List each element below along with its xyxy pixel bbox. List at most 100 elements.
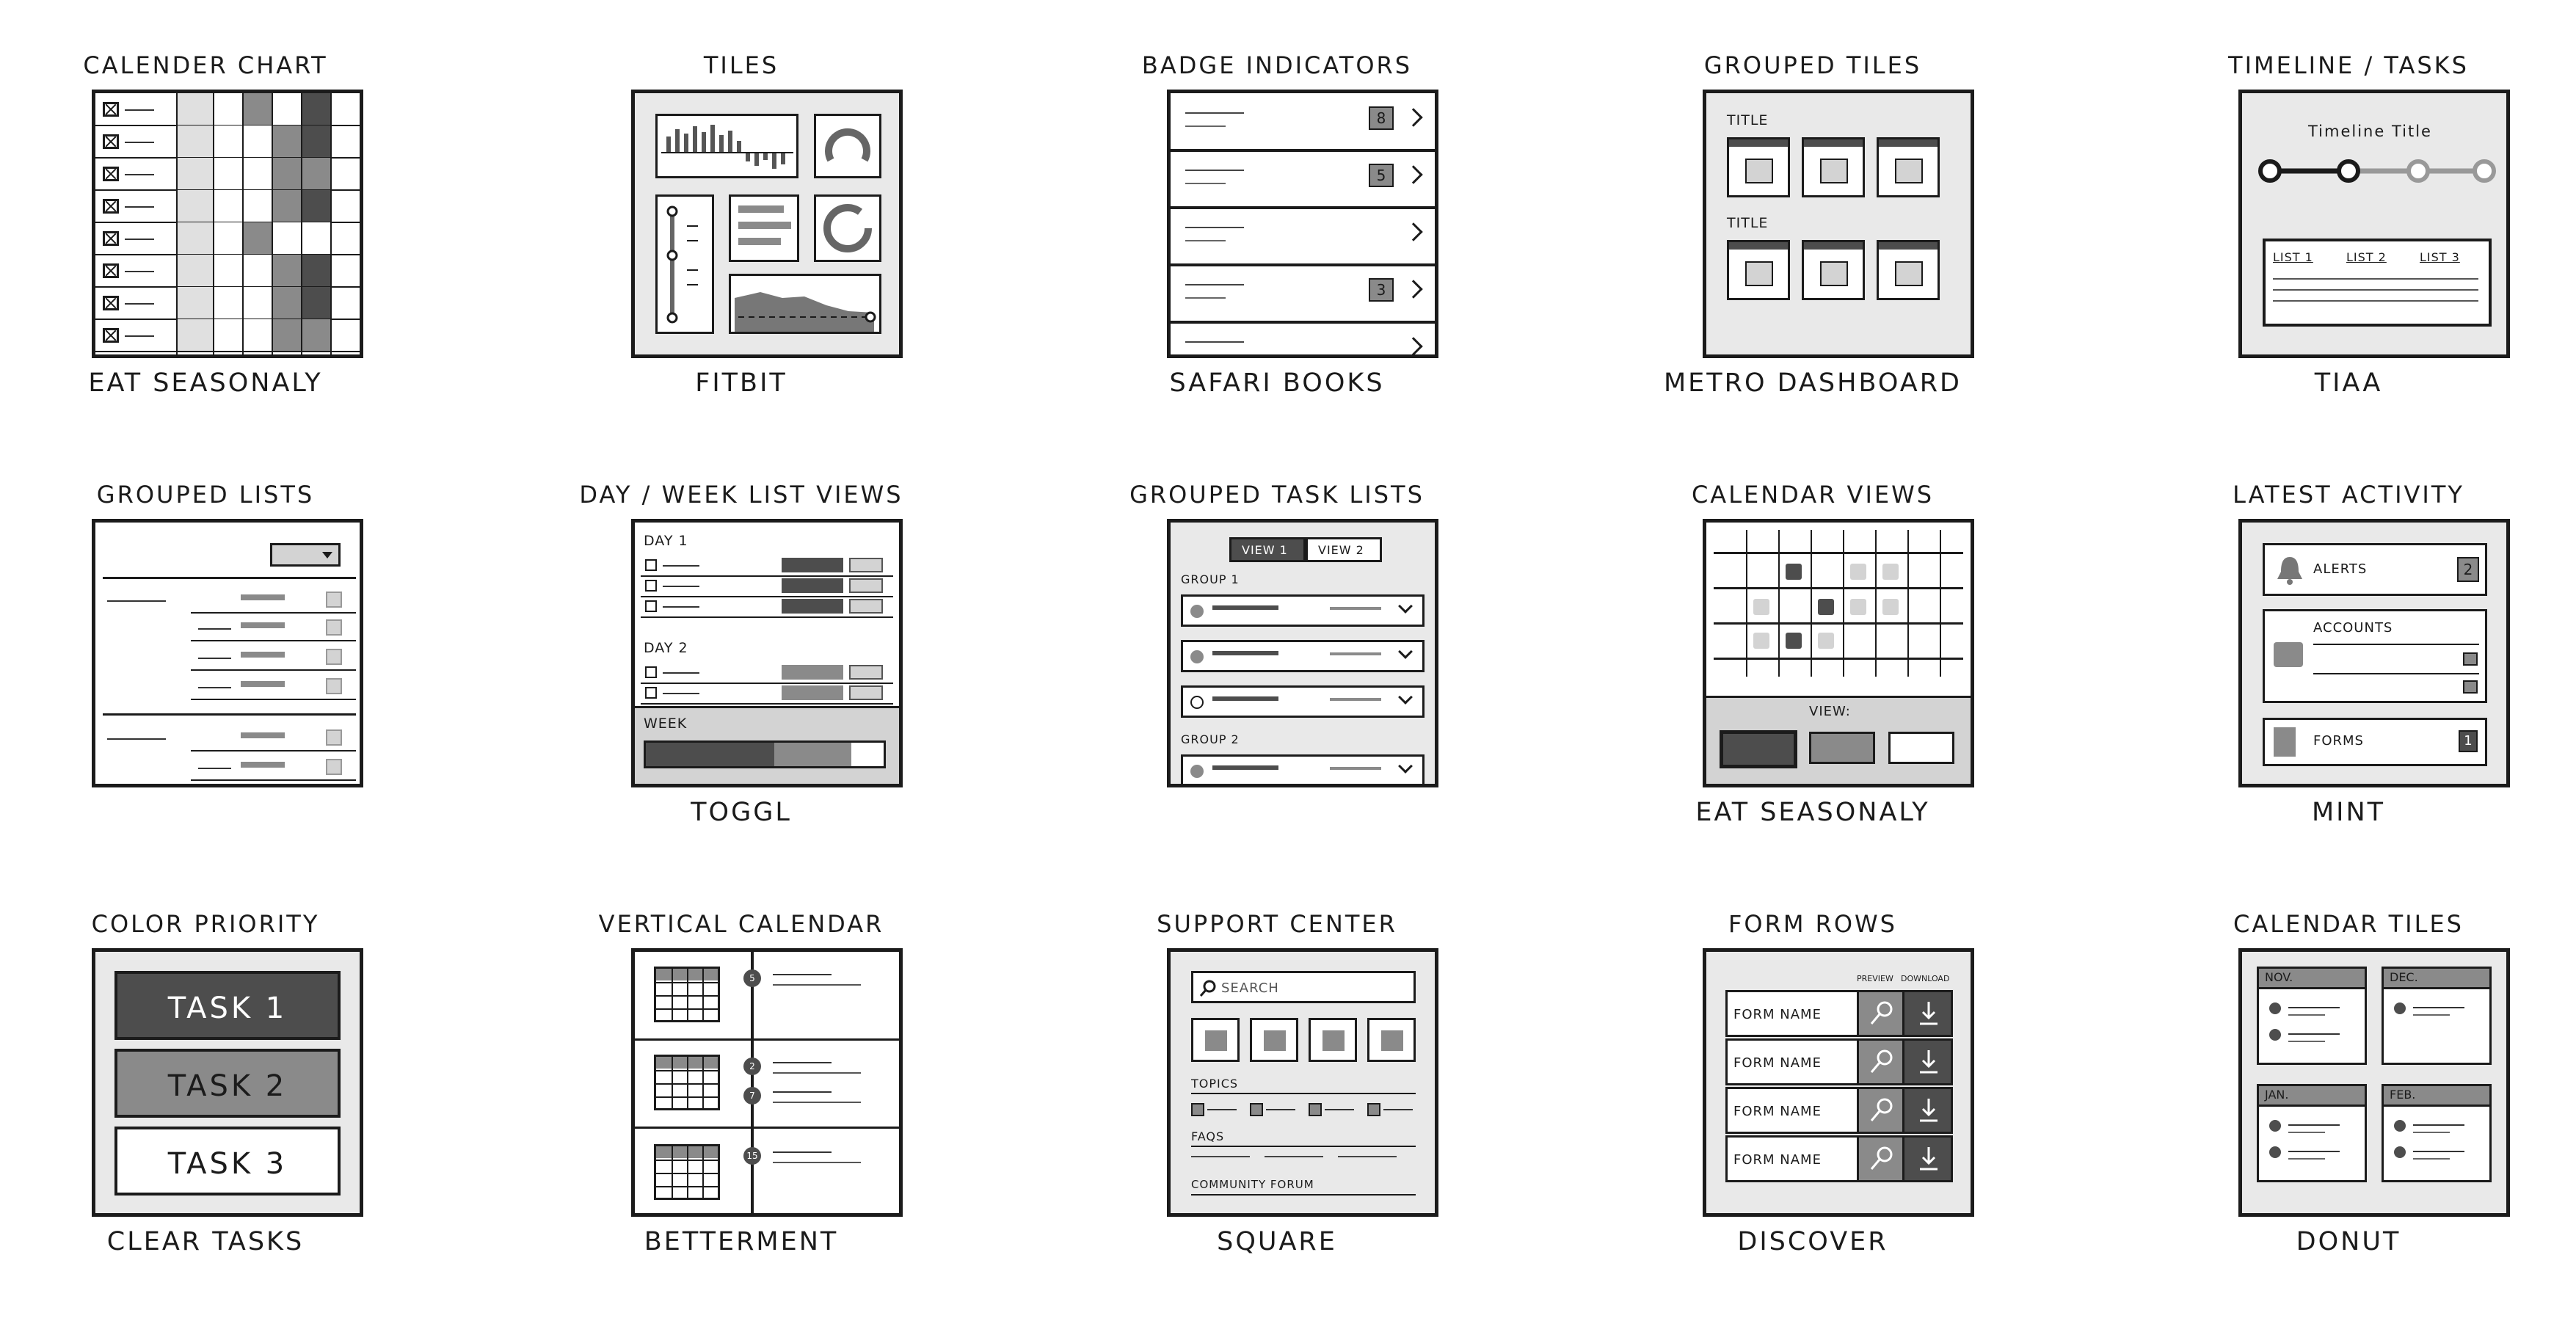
- day-dot[interactable]: 7: [743, 1087, 761, 1105]
- day-dot[interactable]: 5: [743, 969, 761, 987]
- download-button[interactable]: [1902, 992, 1951, 1035]
- form-row[interactable]: Form Name: [1725, 990, 1953, 1037]
- timeline-lists-card[interactable]: List 1 List 2 List 3: [2263, 239, 2492, 327]
- steps-tile[interactable]: [655, 194, 714, 334]
- event-dot[interactable]: [2269, 1120, 2281, 1132]
- calendar-cell[interactable]: [272, 255, 301, 287]
- calendar-cell[interactable]: [272, 158, 301, 190]
- calendar-cell[interactable]: [213, 93, 242, 125]
- download-button[interactable]: [1902, 1138, 1951, 1180]
- calendar-cell[interactable]: [301, 190, 330, 222]
- calendar-cell[interactable]: [272, 93, 301, 125]
- chevron-right-icon[interactable]: [1404, 108, 1423, 127]
- calendar-day-marker[interactable]: [1818, 599, 1834, 615]
- grouped-tile[interactable]: [1727, 137, 1790, 197]
- checkbox[interactable]: [645, 559, 657, 571]
- calendar-cell[interactable]: [301, 255, 330, 287]
- mini-calendar[interactable]: [654, 967, 720, 1022]
- topic-chip[interactable]: [1367, 1103, 1380, 1116]
- calendar-cell[interactable]: [176, 125, 213, 158]
- checkbox-icon[interactable]: [103, 102, 119, 117]
- calendar-cell[interactable]: [213, 287, 242, 319]
- play-toggle[interactable]: [849, 665, 883, 680]
- checkbox[interactable]: [645, 600, 657, 612]
- calendar-cell[interactable]: [176, 93, 213, 125]
- topic-chip[interactable]: [1309, 1103, 1322, 1116]
- list-checkbox[interactable]: [326, 649, 342, 665]
- week-bar[interactable]: [644, 740, 886, 768]
- list-checkbox[interactable]: [326, 678, 342, 694]
- play-toggle[interactable]: [849, 558, 883, 572]
- hbars-tile[interactable]: [729, 194, 799, 262]
- calendar-cell[interactable]: [213, 255, 242, 287]
- preview-button[interactable]: [1857, 992, 1902, 1035]
- checkbox-icon[interactable]: [103, 296, 119, 310]
- calendar-cell[interactable]: [272, 287, 301, 319]
- checkbox[interactable]: [645, 666, 657, 678]
- calendar-cell[interactable]: [242, 287, 272, 319]
- calendar-day-marker[interactable]: [1850, 564, 1866, 580]
- list-checkbox[interactable]: [326, 592, 342, 608]
- calendar-cell[interactable]: [242, 158, 272, 190]
- calendar-cell[interactable]: [176, 190, 213, 222]
- calendar-day-marker[interactable]: [1786, 564, 1802, 580]
- calendar-cell[interactable]: [272, 222, 301, 255]
- calendar-cell[interactable]: [176, 287, 213, 319]
- calendar-day-marker[interactable]: [1753, 599, 1769, 615]
- chevron-right-icon[interactable]: [1404, 337, 1423, 354]
- topic-chip[interactable]: [1191, 1103, 1204, 1116]
- checkbox-icon[interactable]: [103, 263, 119, 278]
- topic-chip[interactable]: [1250, 1103, 1263, 1116]
- tab-view-1[interactable]: View 1: [1229, 537, 1306, 562]
- calendar-cell[interactable]: [242, 319, 272, 352]
- calendar-day-marker[interactable]: [1882, 599, 1899, 615]
- calendar-cell[interactable]: [272, 125, 301, 158]
- checkbox-icon[interactable]: [103, 134, 119, 149]
- calendar-cell[interactable]: [176, 158, 213, 190]
- area-chart-tile[interactable]: [729, 274, 881, 334]
- calendar-cell[interactable]: [213, 222, 242, 255]
- checkbox[interactable]: [645, 580, 657, 592]
- calendar-day-marker[interactable]: [1786, 633, 1802, 649]
- calendar-cell[interactable]: [242, 222, 272, 255]
- event-dot[interactable]: [2394, 1146, 2406, 1158]
- calendar-cell[interactable]: [272, 319, 301, 352]
- preview-button[interactable]: [1857, 1089, 1902, 1132]
- month-tile[interactable]: Feb.: [2382, 1084, 2492, 1182]
- search-input[interactable]: Search: [1191, 971, 1416, 1003]
- calendar-cell[interactable]: [272, 190, 301, 222]
- ring-tile[interactable]: [814, 194, 881, 262]
- checkbox-icon[interactable]: [103, 199, 119, 214]
- mini-calendar[interactable]: [654, 1144, 720, 1200]
- calendar-cell[interactable]: [176, 255, 213, 287]
- tab-view-2[interactable]: View 2: [1306, 537, 1382, 562]
- checkbox-icon[interactable]: [103, 231, 119, 246]
- event-dot[interactable]: [2394, 1120, 2406, 1132]
- view-option-mid[interactable]: [1809, 732, 1875, 764]
- chevron-right-icon[interactable]: [1404, 222, 1423, 241]
- checkbox-icon[interactable]: [103, 328, 119, 343]
- calendar-cell[interactable]: [242, 255, 272, 287]
- calendar-cell[interactable]: [301, 222, 330, 255]
- task-row[interactable]: [1181, 594, 1425, 627]
- preview-button[interactable]: [1857, 1041, 1902, 1083]
- calendar-cell[interactable]: [301, 287, 330, 319]
- task-row[interactable]: [1181, 754, 1425, 784]
- list-checkbox[interactable]: [326, 759, 342, 775]
- calendar-cell[interactable]: [301, 125, 330, 158]
- calendar-cell[interactable]: [213, 158, 242, 190]
- task-row[interactable]: [1181, 685, 1425, 718]
- grouped-tile[interactable]: [1802, 137, 1865, 197]
- task-item-1[interactable]: Task 1: [114, 971, 341, 1040]
- list-checkbox[interactable]: [326, 619, 342, 636]
- task-row[interactable]: [1181, 640, 1425, 672]
- grouped-tile[interactable]: [1877, 137, 1940, 197]
- checkbox[interactable]: [645, 687, 657, 699]
- view-option-dark[interactable]: [1720, 730, 1797, 768]
- calendar-cell[interactable]: [242, 125, 272, 158]
- calendar-cell[interactable]: [213, 190, 242, 222]
- calendar-cell[interactable]: [242, 190, 272, 222]
- filter-dropdown[interactable]: [270, 543, 341, 567]
- calendar-cell[interactable]: [301, 319, 330, 352]
- day-dot[interactable]: 2: [743, 1058, 761, 1075]
